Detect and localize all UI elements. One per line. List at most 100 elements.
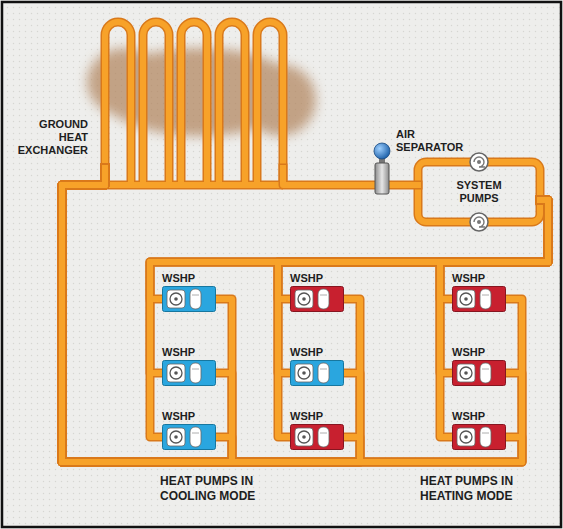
unit-label: WSHP: [452, 272, 508, 285]
unit-label: WSHP: [162, 410, 218, 423]
pipe-outline: [278, 200, 548, 299]
water-pipe: [440, 200, 548, 437]
unit-label: WSHP: [162, 272, 218, 285]
unit-label: WSHP: [452, 410, 508, 423]
label-wrap: GROUND HEAT EXCHANGER: [12, 118, 88, 157]
heat-pump-box: [452, 424, 506, 450]
fan-symbol: [457, 364, 475, 382]
compressor-symbol: [480, 363, 491, 383]
compressor-symbol: [190, 363, 201, 383]
pump-symbol: [470, 153, 488, 171]
unit-casing: [453, 287, 506, 312]
pipe-outline: [62, 168, 360, 462]
heat-pump-box: [452, 360, 506, 386]
mode-label: HEAT PUMPS IN HEATING MODE: [420, 474, 538, 504]
compressor-symbol: [318, 427, 329, 447]
pipe-outline: [62, 168, 522, 462]
heat-pump-box: [290, 286, 344, 312]
pipe-outline: [150, 200, 548, 373]
water-pipe: [278, 200, 548, 373]
unit-label: WSHP: [290, 272, 346, 285]
pipe-outline: [62, 168, 522, 462]
water-pipe: [62, 168, 232, 462]
unit-casing: [163, 361, 216, 386]
water-pipe: [278, 200, 548, 299]
unit-label: WSHP: [162, 346, 218, 359]
pipe-outline: [62, 168, 522, 462]
compressor-symbol: [480, 289, 491, 309]
fan-symbol: [167, 428, 185, 446]
ground-heat-exchanger: GROUND HEAT EXCHANGER: [92, 18, 312, 168]
label-wrap: AIR SEPARATOR: [396, 128, 468, 154]
pipe-outline: [440, 200, 548, 299]
water-pipe: [150, 200, 548, 299]
compressor-symbol: [190, 289, 201, 309]
compressor-symbol: [190, 427, 201, 447]
unit-casing: [291, 425, 344, 450]
pipe-outline: [278, 200, 548, 373]
heat-pump-box: [290, 360, 344, 386]
ground-loop-pipe: [105, 22, 540, 222]
heat-pump-unit: WSHP: [162, 272, 218, 312]
pipes: [62, 168, 548, 462]
pipe-outline: [440, 200, 548, 373]
fan-symbol: [167, 364, 185, 382]
water-pipe: [62, 168, 522, 462]
fan-symbol: [457, 290, 475, 308]
unit-casing: [163, 425, 216, 450]
heat-pump-box: [290, 424, 344, 450]
air-separator: AIR SEPARATOR: [372, 142, 392, 196]
system-pumps-box: SYSTEM PUMPS: [418, 162, 540, 222]
unit-casing: [453, 425, 506, 450]
fan-symbol: [295, 364, 313, 382]
compressor-symbol: [480, 427, 491, 447]
unit-label: WSHP: [290, 346, 346, 359]
pipe-outline: [62, 168, 360, 462]
heat-pump-box: [452, 286, 506, 312]
component-label: SYSTEM PUMPS: [448, 179, 510, 205]
heat-pump-unit: WSHP: [452, 346, 508, 386]
pipe-outline: [150, 200, 548, 437]
heat-pump-unit: WSHP: [452, 272, 508, 312]
pump-symbol: [470, 213, 488, 231]
fan-symbol: [167, 290, 185, 308]
heat-pump-unit: WSHP: [162, 410, 218, 450]
component-label: GROUND HEAT EXCHANGER: [12, 118, 88, 157]
component-label: AIR SEPARATOR: [396, 128, 468, 154]
pipe-outline: [150, 200, 548, 299]
water-pipe: [283, 168, 372, 185]
unit-casing: [163, 287, 216, 312]
pipe-outline: [392, 181, 418, 190]
water-pipe: [392, 182, 418, 188]
water-pipe: [278, 200, 548, 437]
water-pipe: [62, 168, 360, 462]
heat-pump-box: [162, 360, 216, 386]
pipe-outline: [283, 168, 372, 185]
fan-symbol: [295, 290, 313, 308]
heat-pump-box: [162, 424, 216, 450]
water-pipe: [440, 200, 548, 373]
water-pipe: [150, 200, 548, 437]
pipe-outline: [440, 200, 548, 437]
unit-casing: [453, 361, 506, 386]
water-pipe: [440, 200, 548, 299]
water-pipe: [62, 168, 232, 462]
pipe-outline: [278, 200, 548, 437]
pipe-outline: [105, 22, 540, 222]
fan-symbol: [457, 428, 475, 446]
unit-casing: [291, 287, 344, 312]
water-pipe: [62, 168, 360, 462]
pipe-outlines: [62, 168, 548, 462]
water-pipe: [150, 200, 548, 373]
water-pipe: [62, 168, 232, 462]
heat-pump-unit: WSHP: [162, 346, 218, 386]
mode-label: HEAT PUMPS IN COOLING MODE: [160, 474, 278, 504]
pipe-outline: [62, 168, 360, 462]
heat-pump-unit: WSHP: [290, 410, 346, 450]
heat-pump-unit: WSHP: [290, 346, 346, 386]
water-pipe: [62, 168, 360, 462]
fan-symbol: [295, 428, 313, 446]
unit-casing: [291, 361, 344, 386]
